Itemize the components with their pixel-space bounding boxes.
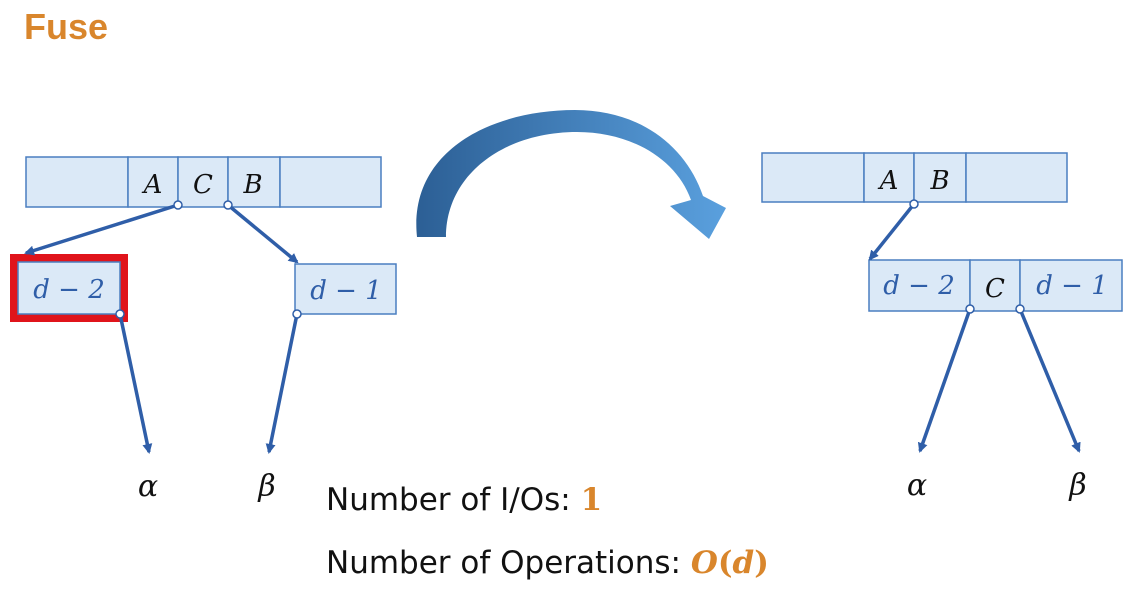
io-count-value: 1 — [580, 482, 603, 518]
io-count-line: Number of I/Os: 1 — [326, 482, 602, 518]
operations-value: O(d) — [691, 545, 769, 581]
right-child-label: d − 1 — [310, 276, 382, 306]
before-parent-cell-a — [127, 156, 179, 208]
pointer-origin-dot — [1015, 304, 1025, 314]
pointer-to-fused-child — [868, 202, 916, 261]
left-child-cell — [17, 261, 121, 315]
after-key-a-label: A — [878, 166, 899, 196]
pointer-to-beta — [265, 313, 299, 454]
paren-close: ) — [754, 545, 769, 581]
after-pointers — [868, 202, 1081, 453]
pointer-to-alpha — [917, 308, 972, 453]
operations-line: Number of Operations: O(d) — [326, 545, 769, 581]
curved-arrow-icon — [416, 110, 726, 239]
after-leaf-alpha: α — [907, 468, 927, 503]
after-leaf-beta: β — [1068, 468, 1086, 503]
right-child-cell — [294, 263, 397, 315]
before-leaf-alpha: α — [138, 469, 158, 504]
before-pointers — [24, 203, 299, 454]
after-parent-cell-3 — [965, 152, 1068, 203]
pointer-origin-dot — [173, 200, 183, 210]
big-o-symbol: O — [690, 545, 718, 581]
fused-cell-right — [1019, 259, 1123, 312]
before-parent-cell-4 — [279, 156, 382, 208]
paren-open: ( — [717, 545, 733, 581]
pointer-to-alpha — [118, 313, 153, 454]
before-parent-cell-c — [177, 156, 229, 208]
fused-right-label: d − 1 — [1036, 271, 1108, 301]
pointer-origin-dot — [965, 304, 975, 314]
slide-title: Fuse — [24, 6, 109, 47]
after-parent-cell-a — [863, 152, 915, 203]
fused-left-label: d − 2 — [883, 271, 955, 301]
pointer-to-left-child — [24, 203, 179, 256]
fused-key-c-label: C — [985, 274, 1005, 304]
pointer-origin-dot — [115, 309, 125, 319]
after-key-b-label: B — [929, 166, 949, 196]
left-child-label: d − 2 — [33, 275, 105, 305]
after-pointer-dots — [909, 199, 1025, 314]
pointer-to-right-child — [226, 203, 299, 264]
transition-arrow — [416, 110, 726, 239]
key-c-label: C — [193, 170, 213, 200]
operations-label: Number of Operations: — [326, 545, 681, 581]
pointer-origin-dot — [292, 309, 302, 319]
after-fused-child-node: d − 2 C d − 1 — [868, 259, 1123, 312]
before-parent-node: A C B — [25, 156, 382, 208]
before-leaf-beta: β — [257, 469, 275, 504]
key-a-label: A — [142, 170, 163, 200]
io-count-label: Number of I/Os: — [326, 482, 571, 518]
big-o-variable: d — [732, 545, 755, 581]
before-parent-cell-0 — [25, 156, 129, 208]
after-parent-cell-b — [913, 152, 967, 203]
key-b-label: B — [242, 170, 262, 200]
fused-cell-middle — [969, 259, 1021, 312]
after-parent-cell-0 — [761, 152, 865, 203]
before-left-child-node: d − 2 — [10, 254, 128, 322]
after-parent-node: A B — [761, 152, 1068, 203]
before-pointer-dots — [115, 200, 302, 319]
before-parent-cell-b — [227, 156, 281, 208]
fused-cell-left — [868, 259, 971, 312]
before-right-child-node: d − 1 — [294, 263, 397, 315]
pointer-origin-dot — [223, 200, 233, 210]
pointer-origin-dot — [909, 199, 919, 209]
pointer-to-beta — [1018, 308, 1081, 453]
